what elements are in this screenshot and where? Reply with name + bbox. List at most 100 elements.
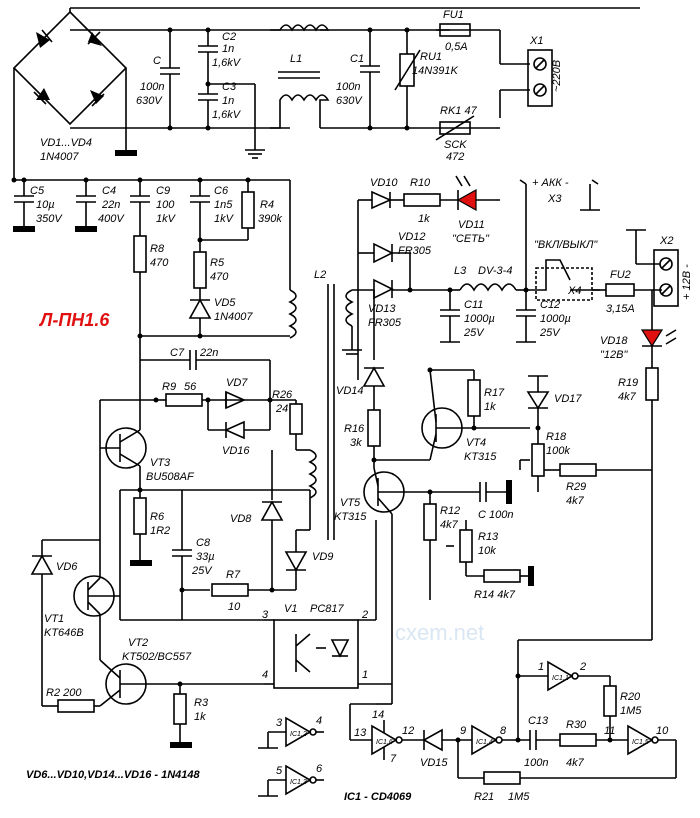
label-r8: R8 [150, 243, 165, 255]
label-vt5: VT5 [340, 497, 361, 509]
label-r8-val: 470 [150, 257, 169, 269]
label-c3: C3 [222, 81, 237, 93]
diode-vd7 [207, 390, 246, 430]
capacitor-c [160, 30, 180, 128]
label-c13: C13 [528, 715, 549, 727]
label-c5-val1: 10µ [36, 199, 55, 211]
label-c12-val1: 1000µ [540, 313, 571, 325]
inverter-ic1-3 [258, 764, 324, 797]
potentiometer-r13 [446, 520, 484, 577]
label-r17: R17 [484, 387, 505, 399]
inverter-ic1-2 [258, 716, 324, 749]
bridge-rectifier [12, 7, 640, 126]
label-c9-val2: 1kV [156, 213, 177, 225]
label-vt3: VT3 [150, 457, 171, 469]
resistor-r16 [367, 409, 381, 468]
label-vt2-val: KT502/BC557 [122, 651, 192, 663]
label-pin4: 4 [262, 669, 268, 681]
label-r30-val: 4k7 [566, 757, 585, 769]
label-vt1: VT1 [44, 613, 64, 625]
resistor-r10 [403, 193, 441, 207]
label-rk1-val2: 472 [446, 151, 464, 163]
label-c6: C6 [214, 185, 229, 197]
label-ic16: IC1.6 [376, 739, 393, 746]
label-l3: L3 [454, 265, 467, 277]
resistor-r21 [483, 771, 521, 785]
capacitor-c5 [13, 180, 35, 232]
label-fu1-val: 0,5A [445, 41, 468, 53]
label-r3: R3 [194, 697, 209, 709]
capacitor-c12 [516, 290, 536, 343]
label-c5-val2: 350V [36, 213, 63, 225]
capacitor-c2 [198, 30, 218, 84]
label-vd18-val: "12В" [600, 349, 628, 361]
label-r18: R18 [546, 431, 567, 443]
varistor-ru1 [394, 30, 421, 128]
label-rk1-val1: SCK [444, 139, 467, 151]
choke-l1 [270, 24, 330, 129]
label-r9: R9 [162, 381, 176, 393]
label-n3: 3 [276, 717, 283, 729]
diode-vd8 [260, 500, 284, 590]
label-c12: C12 [540, 299, 560, 311]
label-ic14: IC1.4 [476, 739, 493, 746]
label-r3-val: 1k [194, 711, 206, 723]
label-vd18: VD18 [600, 335, 628, 347]
label-x3: X3 [547, 193, 562, 205]
label-vd16: VD16 [222, 445, 250, 457]
label-r16-val: 3k [350, 437, 362, 449]
label-c1-val1: 100n [336, 81, 360, 93]
resistor-r30 [559, 733, 597, 747]
label-n7: 7 [390, 753, 397, 765]
label-r21: R21 [474, 791, 494, 803]
capacitor-c1 [360, 30, 380, 128]
label-vd1-vd4: VD1...VD4 [40, 137, 92, 149]
label-r17-val: 1k [484, 401, 496, 413]
label-r5-val: 470 [210, 271, 229, 283]
resistor-r3 [170, 684, 192, 748]
label-c5: C5 [30, 185, 45, 197]
diode-vd13 [373, 278, 394, 300]
label-r7-val: 10 [228, 601, 241, 613]
label-vt2: VT2 [128, 637, 148, 649]
label-r12-val: 4k7 [440, 519, 459, 531]
label-c: C [153, 55, 161, 67]
label-rk1: RK1 47 [440, 105, 478, 117]
diode-vd3 [33, 88, 50, 105]
capacitor-c4 [75, 180, 97, 232]
label-n9: 9 [460, 725, 466, 737]
label-n12: 12 [402, 725, 414, 737]
label-c12-val2: 25V [539, 327, 561, 339]
label-n13: 13 [354, 727, 367, 739]
terminal-x1 [527, 49, 553, 107]
label-c-val1: 100n [140, 81, 164, 93]
label-switch: "ВКЛ/ВЫКЛ" [534, 239, 598, 251]
transistor-vt5 [363, 467, 430, 684]
label-ic13: IC1.3 [290, 779, 307, 786]
label-c4-val1: 22n [101, 199, 120, 211]
label-vd13-val: FR305 [368, 317, 402, 329]
label-vd5-val: 1N4007 [214, 311, 253, 323]
capacitor-c7 [189, 350, 197, 370]
label-r13-val: 10k [478, 545, 496, 557]
label-r20-val: 1M5 [620, 705, 642, 717]
label-vd17: VD17 [554, 393, 582, 405]
label-c2: C2 [222, 31, 236, 43]
resistor-r7 [211, 583, 249, 597]
resistor-r5 [193, 240, 207, 300]
label-c6-val2: 1kV [214, 213, 235, 225]
terminal-x2 [653, 249, 679, 307]
label-vd13: VD13 [368, 303, 396, 315]
label-vd12-val: FR305 [398, 245, 432, 257]
resistor-r14 [483, 566, 534, 586]
diode-vd10 [371, 190, 392, 210]
label-c9-val1: 100 [156, 199, 175, 211]
label-n4: 4 [316, 715, 322, 727]
optocoupler-v1 [273, 619, 359, 689]
label-r18-val: 100k [546, 445, 570, 457]
diode-vd9 [284, 530, 308, 590]
label-c11: C11 [464, 299, 483, 311]
label-l1: L1 [290, 53, 302, 65]
resistor-r4 [241, 180, 255, 240]
